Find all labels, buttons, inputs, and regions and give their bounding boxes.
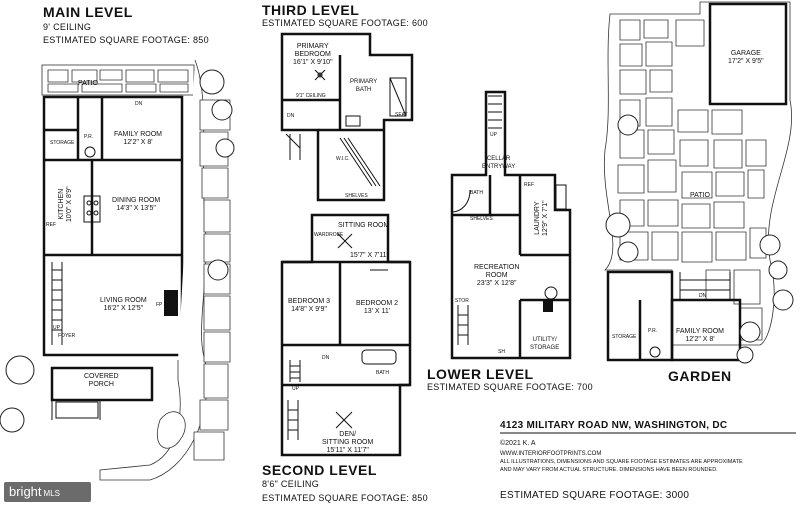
main-level-sqft: ESTIMATED SQUARE FOOTAGE: 850	[43, 35, 209, 45]
disclaimer-line-1: ALL ILLUSTRATIONS, DIMENSIONS AND SQUARE…	[500, 459, 743, 465]
second-wardrobe-label: WARDROBE	[314, 232, 344, 238]
lower-utility-label: UTILITY/STORAGE	[530, 337, 560, 351]
garden-plan	[603, 1, 794, 364]
main-level-ceiling: 9' CEILING	[43, 22, 92, 32]
main-level-plan	[0, 59, 235, 481]
main-up-label: UP	[53, 325, 60, 331]
garden-title: GARDEN	[668, 368, 732, 384]
second-level-ceiling: 8'6" CEILING	[262, 479, 320, 489]
main-foyer-label: FOYER	[58, 333, 76, 339]
main-level-title: MAIN LEVEL	[43, 4, 133, 20]
main-ref-label: REF	[46, 222, 56, 228]
garden-storage-label: STORAGE	[612, 334, 637, 340]
main-pr-label: P.R.	[84, 134, 94, 140]
disclaimer-line-2: AND MAY VARY FROM ACTUAL STRUCTURE. DIME…	[500, 467, 718, 473]
main-patio-label: PATIO	[78, 80, 98, 87]
lower-sh-label: SH	[498, 349, 505, 355]
third-wic-label: W.I.C.	[336, 156, 350, 162]
website-text: WWW.INTERIORFOOTPRINTS.COM	[500, 451, 602, 457]
garden-pr-label: P.R.	[648, 328, 658, 334]
main-fp-label: FP	[156, 302, 163, 308]
second-level-sqft: ESTIMATED SQUARE FOOTAGE: 850	[262, 493, 428, 503]
lower-level-plan	[450, 90, 572, 360]
third-level-plan	[280, 32, 414, 202]
second-sitting-room-dim: 15'7" X 7'11"	[350, 252, 390, 259]
lower-level-sqft: ESTIMATED SQUARE FOOTAGE: 700	[427, 382, 593, 392]
second-bath-label: BATH	[376, 370, 389, 376]
main-dn-label: DN	[135, 101, 143, 107]
second-sitting-room-label: SITTING ROOM	[338, 222, 390, 229]
third-ceiling-label: 9'1" CEILING	[296, 93, 326, 99]
garden-dn-label: DN	[699, 293, 707, 299]
total-sqft: ESTIMATED SQUARE FOOTAGE: 3000	[500, 490, 690, 501]
garden-patio-label: PATIO	[690, 192, 710, 199]
third-level-sqft: ESTIMATED SQUARE FOOTAGE: 600	[262, 18, 428, 28]
third-level-title: THIRD LEVEL	[262, 2, 360, 18]
lower-up-label: UP	[490, 132, 497, 138]
lower-stor-label: STOR	[455, 298, 469, 304]
lower-level-title: LOWER LEVEL	[427, 366, 534, 382]
lower-shelves-label: SHELVES	[470, 216, 493, 222]
copyright-text: ©2021 K. A	[500, 440, 536, 447]
property-address: 4123 MILITARY ROAD NW, WASHINGTON, DC	[500, 420, 728, 431]
second-level-title: SECOND LEVEL	[262, 462, 377, 478]
third-dn-label: DN	[287, 113, 295, 119]
second-up-label: UP	[292, 386, 299, 392]
lower-bath-label: BATH	[470, 190, 483, 196]
main-storage-label: STORAGE	[50, 140, 75, 146]
third-seat-label: SEAT	[395, 112, 408, 118]
lower-ref-label: REF	[524, 182, 534, 188]
third-shelves-label: SHELVES	[345, 193, 368, 199]
second-dn-label: DN	[322, 355, 330, 361]
second-level-plan	[280, 213, 412, 457]
